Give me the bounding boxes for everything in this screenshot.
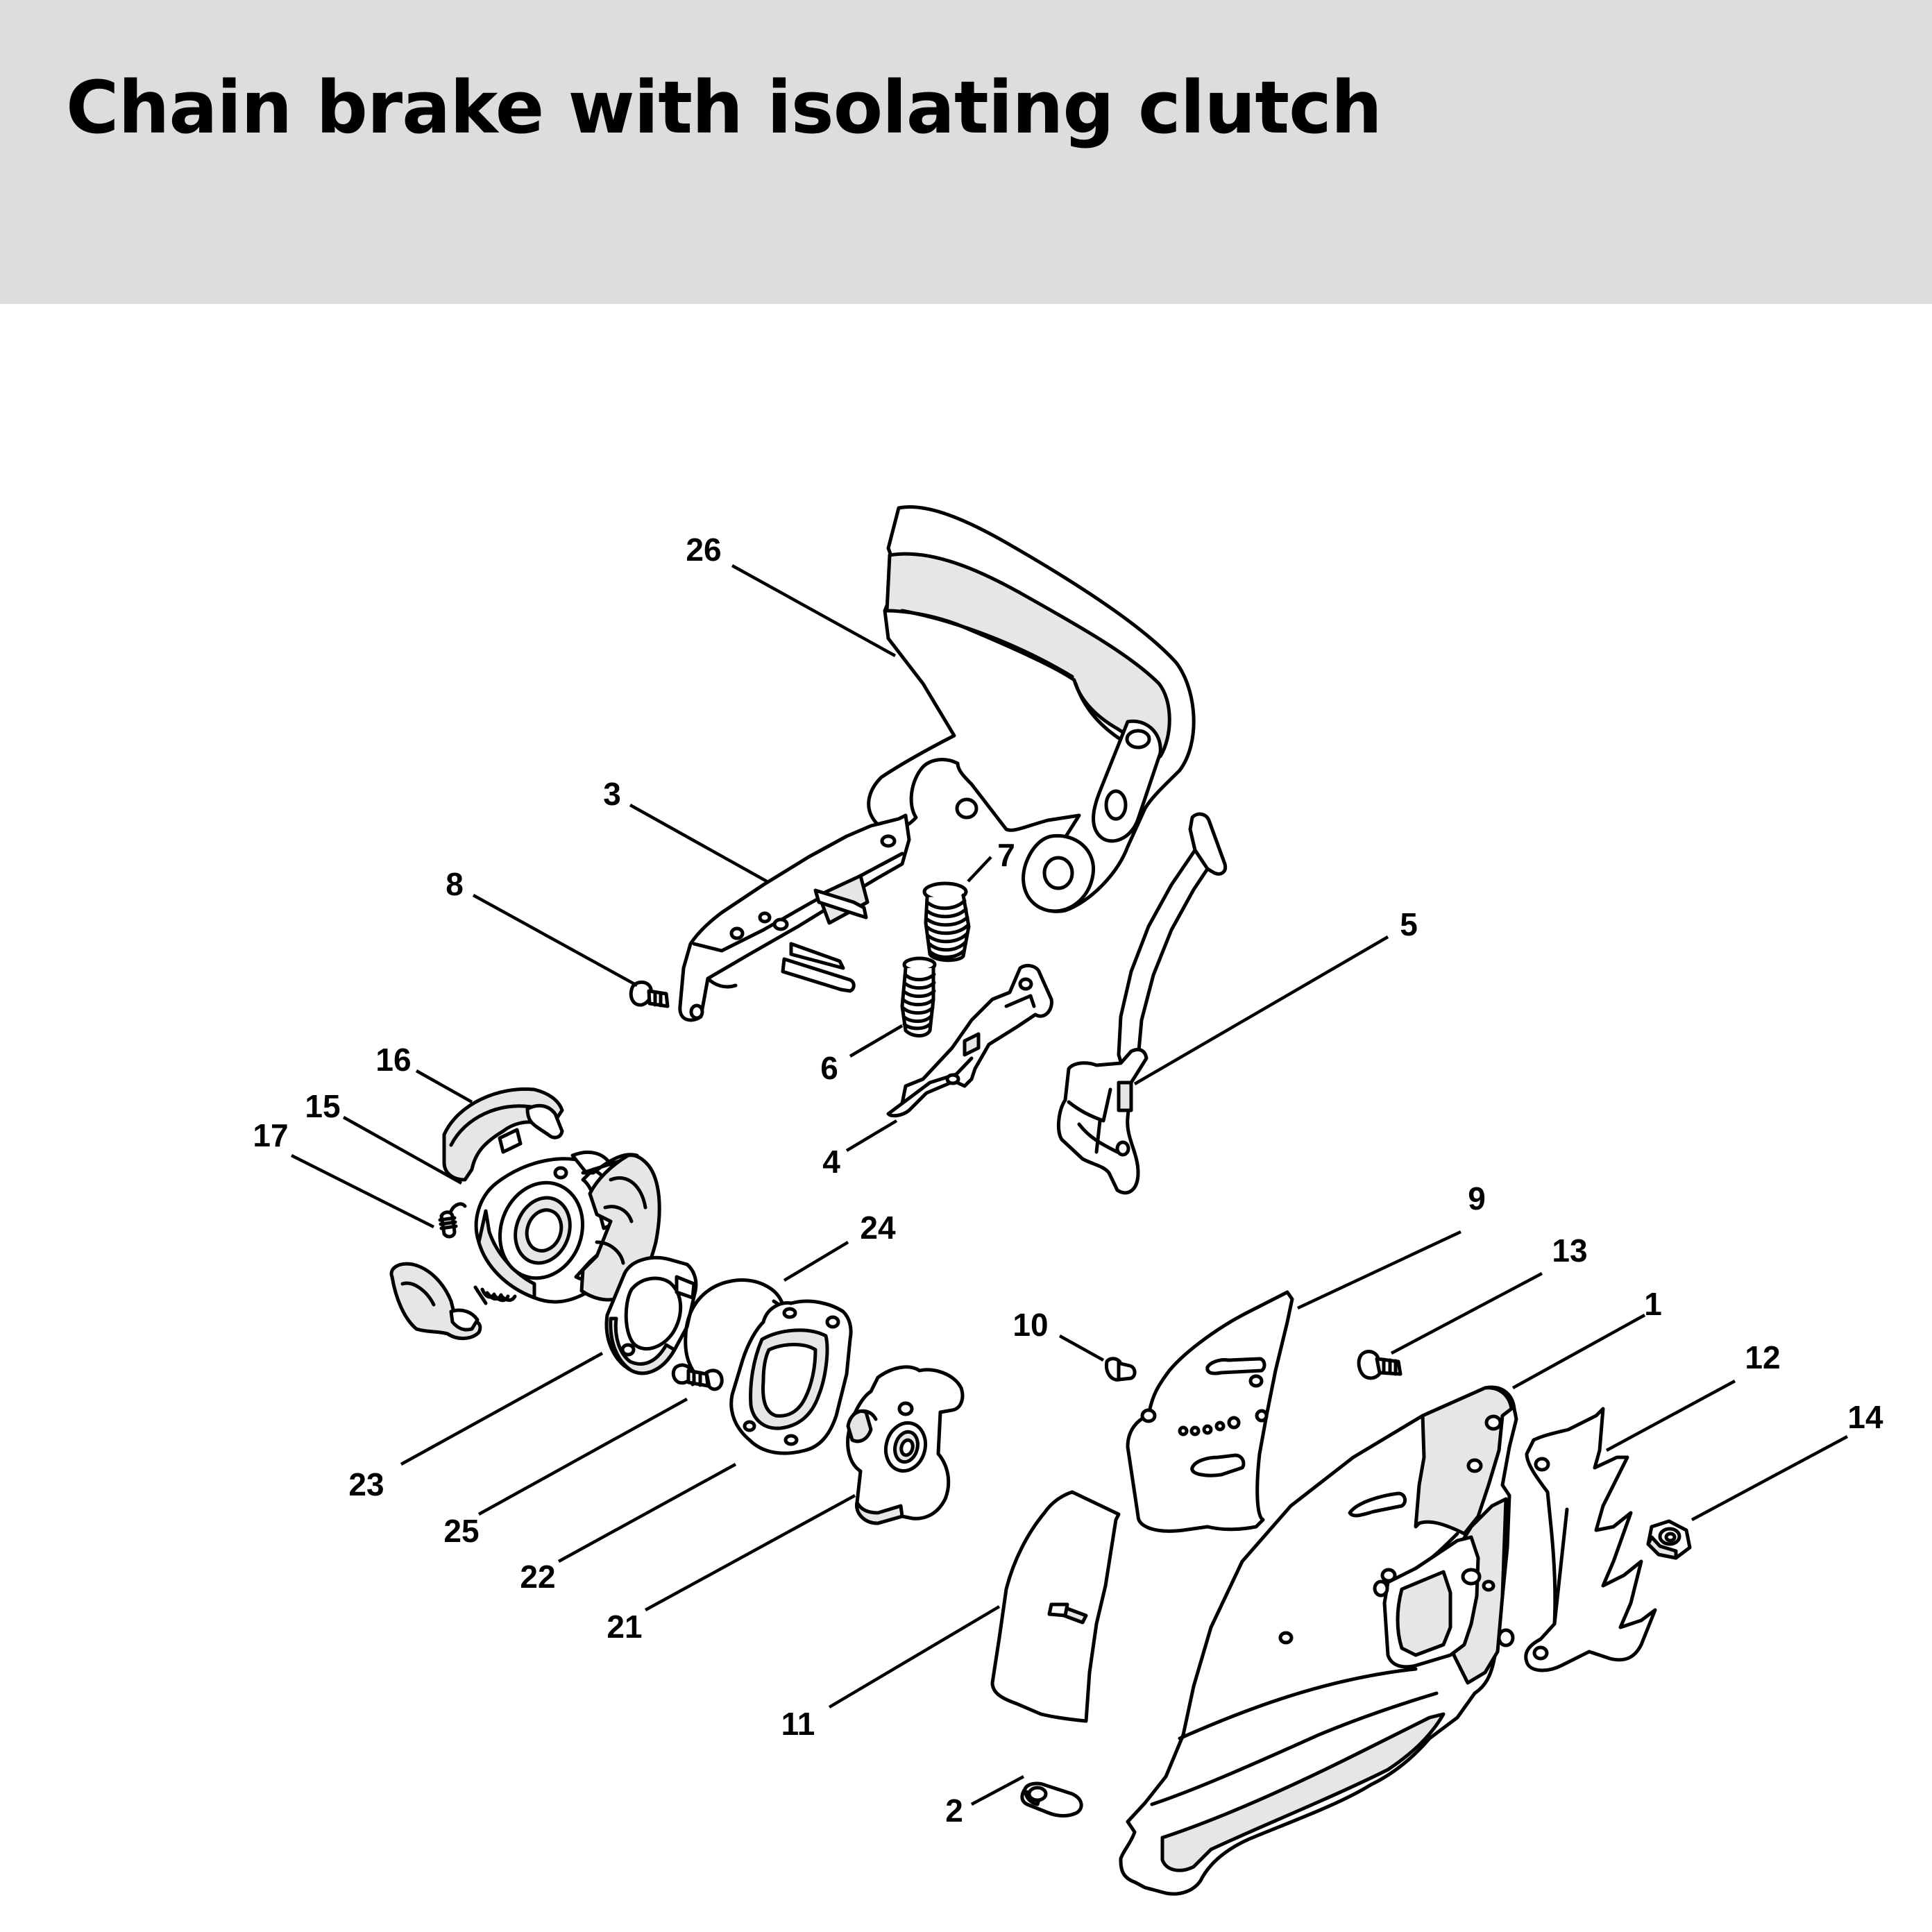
clutch-shoe-upper-part[interactable] <box>442 1087 564 1182</box>
callout-22: 22 <box>520 1559 555 1595</box>
callout-5: 5 <box>1400 906 1418 942</box>
callout-16: 16 <box>375 1042 411 1078</box>
pin-part[interactable] <box>1104 1357 1137 1382</box>
leader-9 <box>1297 1230 1461 1310</box>
callout-7: 7 <box>997 837 1015 873</box>
leader-21 <box>644 1494 856 1611</box>
leader-14 <box>1690 1435 1849 1521</box>
callout-11: 11 <box>781 1706 815 1742</box>
callout-23: 23 <box>348 1466 384 1502</box>
leader-8 <box>472 894 638 987</box>
callout-8: 8 <box>446 866 464 902</box>
large-spring-part[interactable] <box>922 881 971 963</box>
callout-24: 24 <box>860 1210 896 1246</box>
callout-12: 12 <box>1745 1339 1780 1375</box>
leader-23 <box>400 1352 604 1466</box>
isolating-hub-part[interactable] <box>846 1365 965 1525</box>
callout-26: 26 <box>686 532 721 568</box>
leader-12 <box>1605 1380 1736 1452</box>
callout-3: 3 <box>603 776 621 812</box>
chain-catcher-plate-part[interactable] <box>990 1490 1121 1723</box>
isolator-plate-part[interactable] <box>729 1299 853 1455</box>
leader-5 <box>1133 935 1389 1085</box>
leader-4 <box>845 1119 898 1152</box>
callout-14: 14 <box>1847 1399 1883 1435</box>
leader-26 <box>731 564 897 657</box>
plate-screw-part[interactable] <box>671 1363 724 1391</box>
leader-7 <box>967 856 992 883</box>
brake-lever-part[interactable] <box>886 964 1053 1118</box>
cover-washer-part[interactable] <box>604 1255 698 1375</box>
callout-25: 25 <box>443 1513 479 1549</box>
leader-2 <box>970 1775 1025 1806</box>
leader-11 <box>828 1605 1001 1709</box>
callout-17: 17 <box>253 1117 288 1153</box>
header-band: Chain brake with isolating clutch <box>0 0 1932 304</box>
small-spring-part[interactable] <box>900 956 937 1037</box>
collar-nut-part[interactable] <box>1020 1781 1083 1817</box>
hex-nut-part[interactable] <box>1646 1519 1692 1560</box>
guide-plate-part[interactable] <box>1126 1290 1294 1533</box>
leader-22 <box>557 1463 737 1563</box>
callout-1: 1 <box>1644 1286 1662 1322</box>
callout-4: 4 <box>822 1144 840 1180</box>
callout-21: 21 <box>607 1609 642 1645</box>
page-title: Chain brake with isolating clutch <box>66 65 1382 150</box>
leader-24 <box>783 1241 849 1282</box>
tension-spring-part[interactable] <box>438 1202 517 1305</box>
leader-13 <box>1390 1272 1543 1355</box>
hand-guard-part[interactable] <box>867 505 1196 913</box>
leader-lines <box>290 564 1849 1806</box>
bumper-spike-part[interactable] <box>1524 1407 1657 1672</box>
leader-3 <box>629 804 768 883</box>
leader-6 <box>849 1024 904 1058</box>
leader-15 <box>342 1116 463 1185</box>
callout-13: 13 <box>1552 1232 1587 1269</box>
leader-25 <box>477 1398 688 1516</box>
brake-band-part[interactable] <box>1056 812 1228 1195</box>
sprocket-cover-part[interactable] <box>1119 1385 1518 1896</box>
leader-1 <box>1511 1314 1646 1389</box>
bracket-screw-part[interactable] <box>629 980 670 1008</box>
clutch-shoe-lower-part[interactable] <box>389 1262 482 1340</box>
spike-screw-part[interactable] <box>1357 1350 1403 1380</box>
leader-17 <box>290 1153 435 1229</box>
callout-6: 6 <box>820 1050 838 1086</box>
callout-9: 9 <box>1468 1180 1486 1217</box>
callout-15: 15 <box>305 1088 340 1124</box>
leader-16 <box>415 1069 473 1103</box>
brake-bracket-part[interactable] <box>678 813 911 1022</box>
leader-10 <box>1058 1334 1105 1362</box>
callout-2: 2 <box>945 1793 963 1829</box>
callout-10: 10 <box>1012 1307 1048 1343</box>
callout-labels: 26 3 8 7 5 6 4 16 15 17 24 9 13 1 12 14 … <box>253 532 1883 1829</box>
